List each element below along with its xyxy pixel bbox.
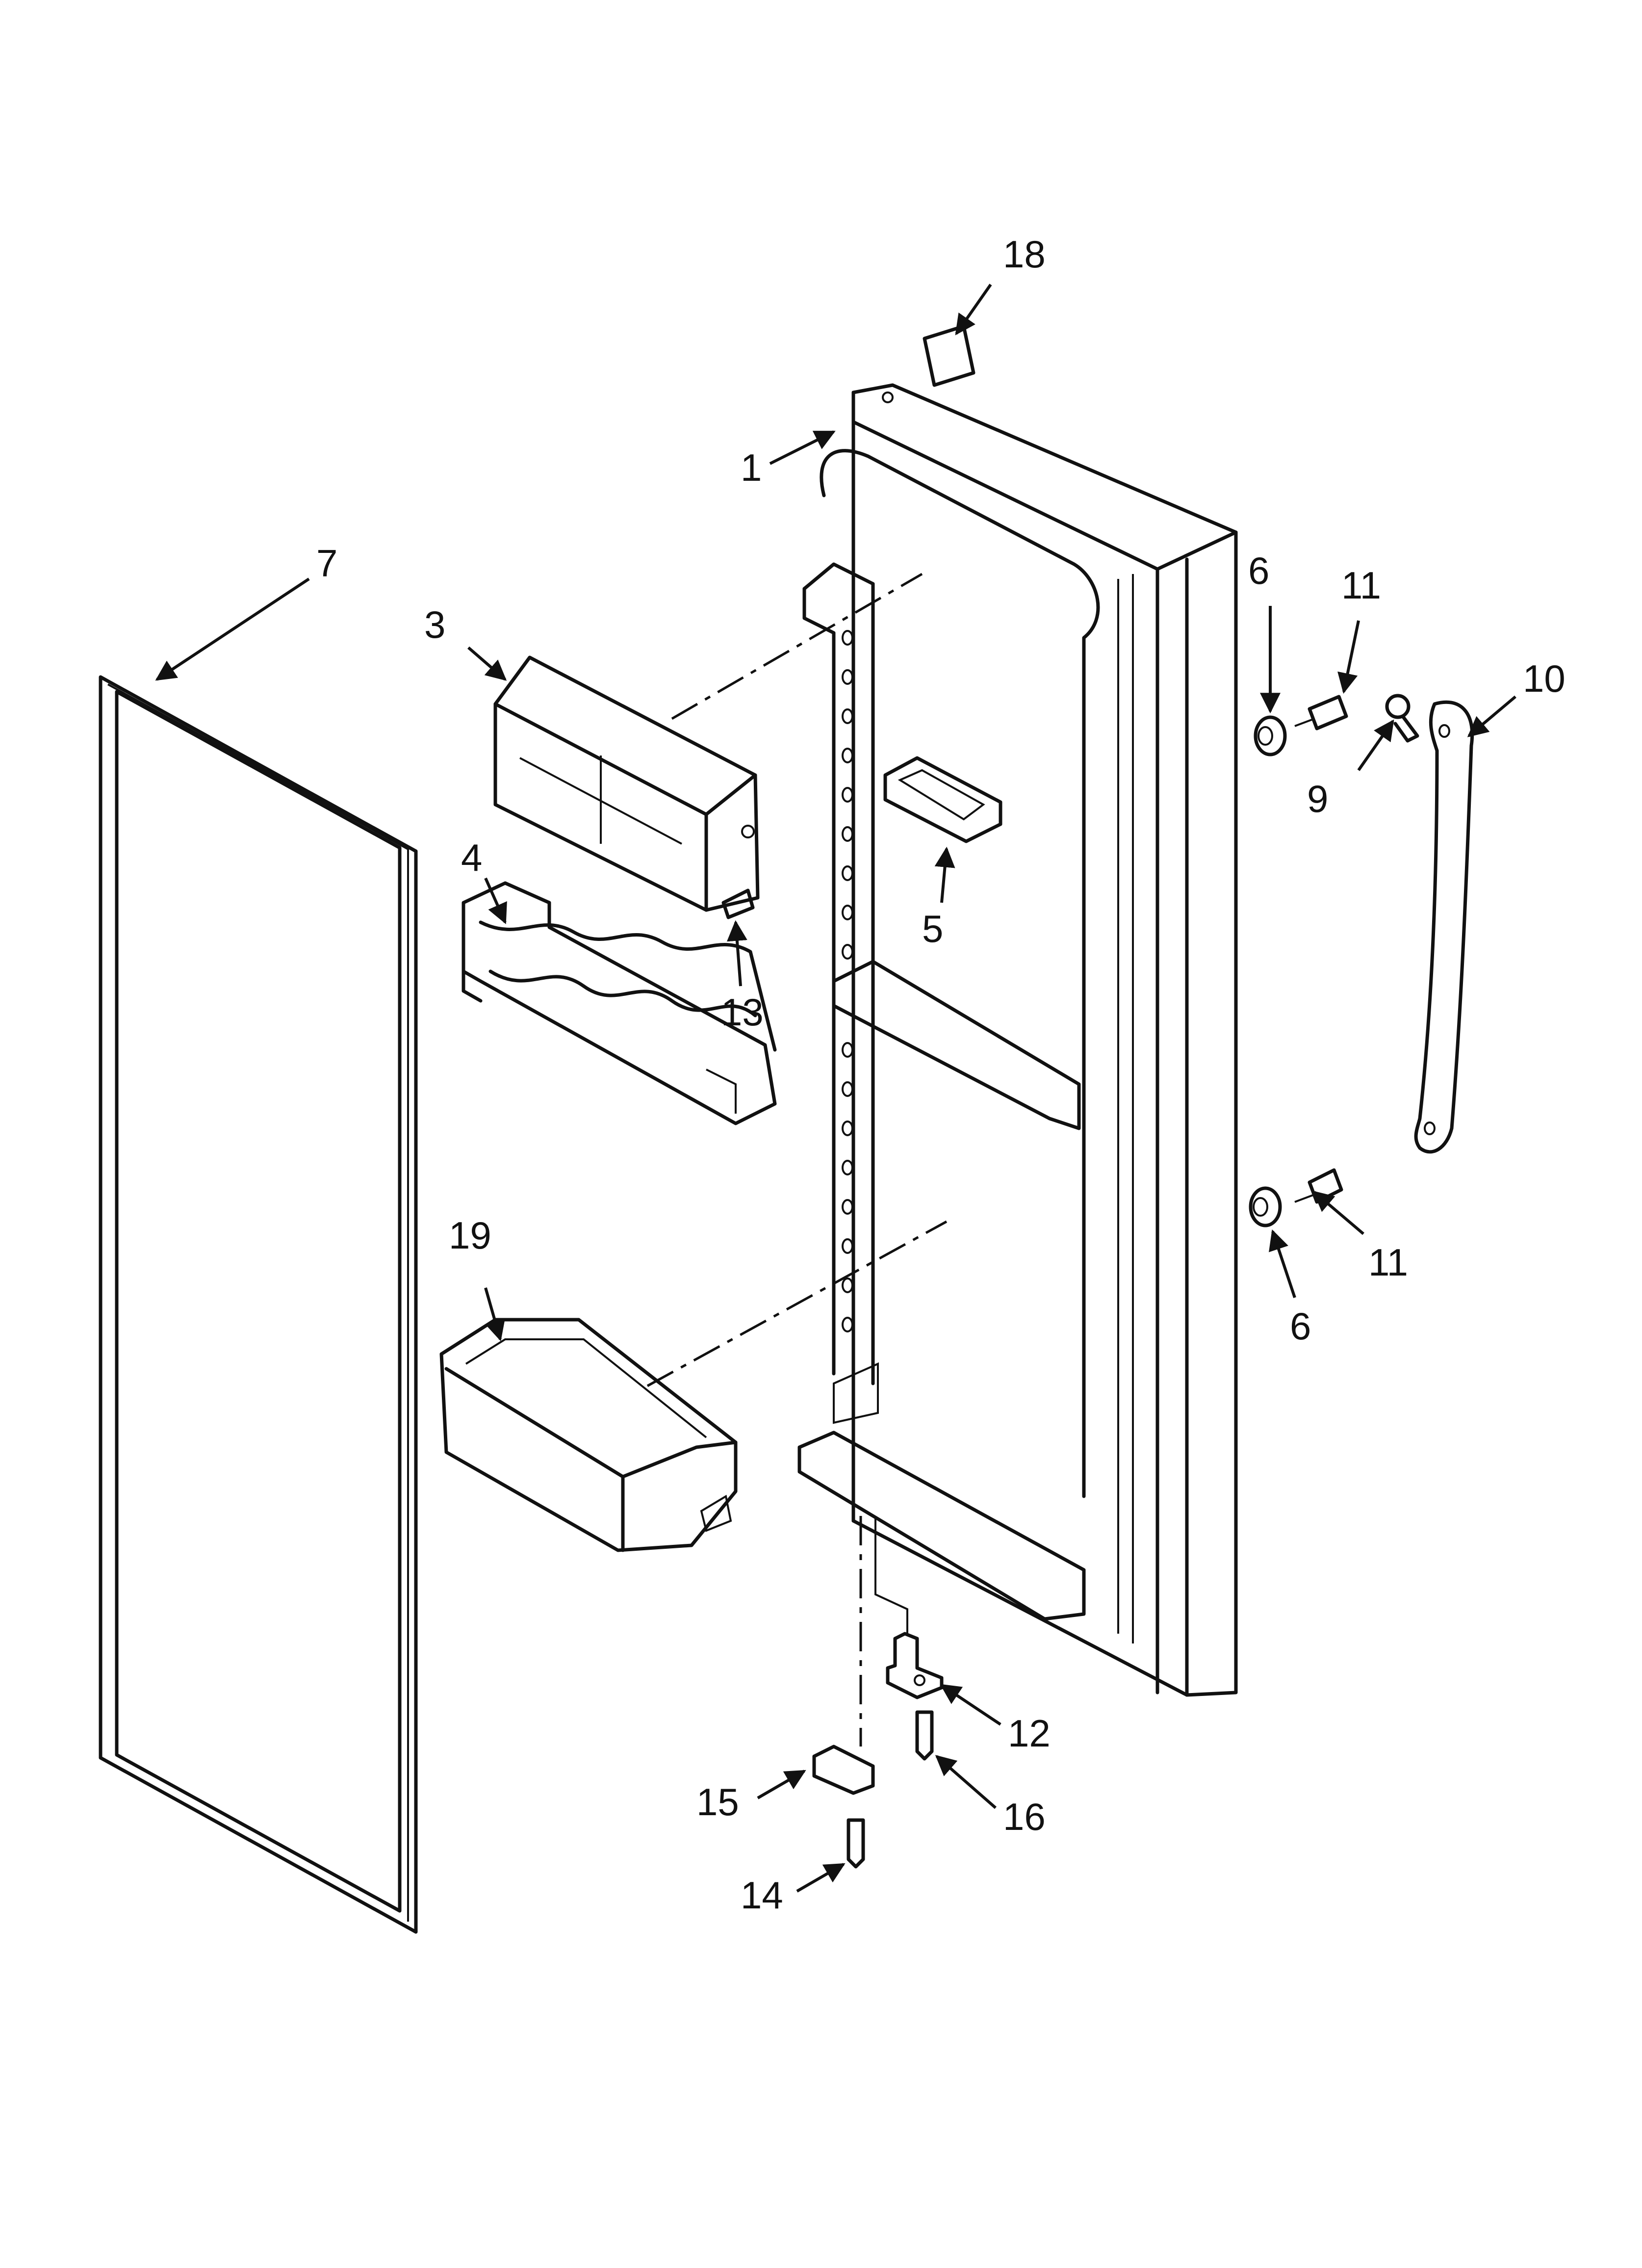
callout-14: 14: [741, 1874, 783, 1917]
dairy-door-bin: [493, 655, 760, 912]
callout-13: 13: [721, 991, 764, 1034]
egg-tray: [462, 881, 777, 1125]
handle-mount-screw: [1385, 694, 1419, 743]
hinge-screw: [915, 1710, 934, 1761]
callout-11-bottom: 11: [1368, 1241, 1408, 1284]
rating-label: [923, 324, 975, 387]
callout-18: 18: [1003, 233, 1046, 276]
callout-1: 1: [741, 446, 762, 489]
callout-6-top: 6: [1248, 549, 1269, 592]
callout-9: 9: [1307, 777, 1328, 820]
callout-7: 7: [316, 542, 337, 585]
module-pin: [721, 888, 755, 919]
door-bin: [439, 1318, 738, 1552]
callout-12: 12: [1008, 1712, 1051, 1755]
assembly-lines: [646, 573, 948, 1747]
door-handle: [1414, 700, 1474, 1154]
door-stop: [812, 1745, 875, 1795]
callout-11-top: 11: [1341, 564, 1381, 607]
callout-5: 5: [922, 907, 943, 950]
callout-15: 15: [696, 1780, 739, 1824]
handle-screw-top: [1294, 695, 1348, 730]
handle-spacer-bottom: [1249, 1186, 1282, 1227]
callout-10: 10: [1523, 657, 1565, 700]
callout-16: 16: [1003, 1795, 1046, 1838]
callout-3: 3: [424, 603, 445, 646]
callout-6-bottom: 6: [1290, 1304, 1311, 1348]
callout-19: 19: [449, 1214, 491, 1257]
callout-4: 4: [461, 836, 482, 879]
stop-screw: [847, 1818, 865, 1869]
door-gasket: [99, 675, 418, 1934]
butter-tray: [883, 756, 1002, 843]
callout-labels: 18 1 7 3 4 13 5 6 11 10 9 11 6 19 12 16 …: [316, 233, 1565, 1917]
door-assembly: [797, 383, 1238, 1697]
door-hinge-bracket: [886, 1632, 944, 1699]
handle-spacer-top: [1254, 715, 1287, 756]
callout-leaders: [155, 284, 1516, 1893]
